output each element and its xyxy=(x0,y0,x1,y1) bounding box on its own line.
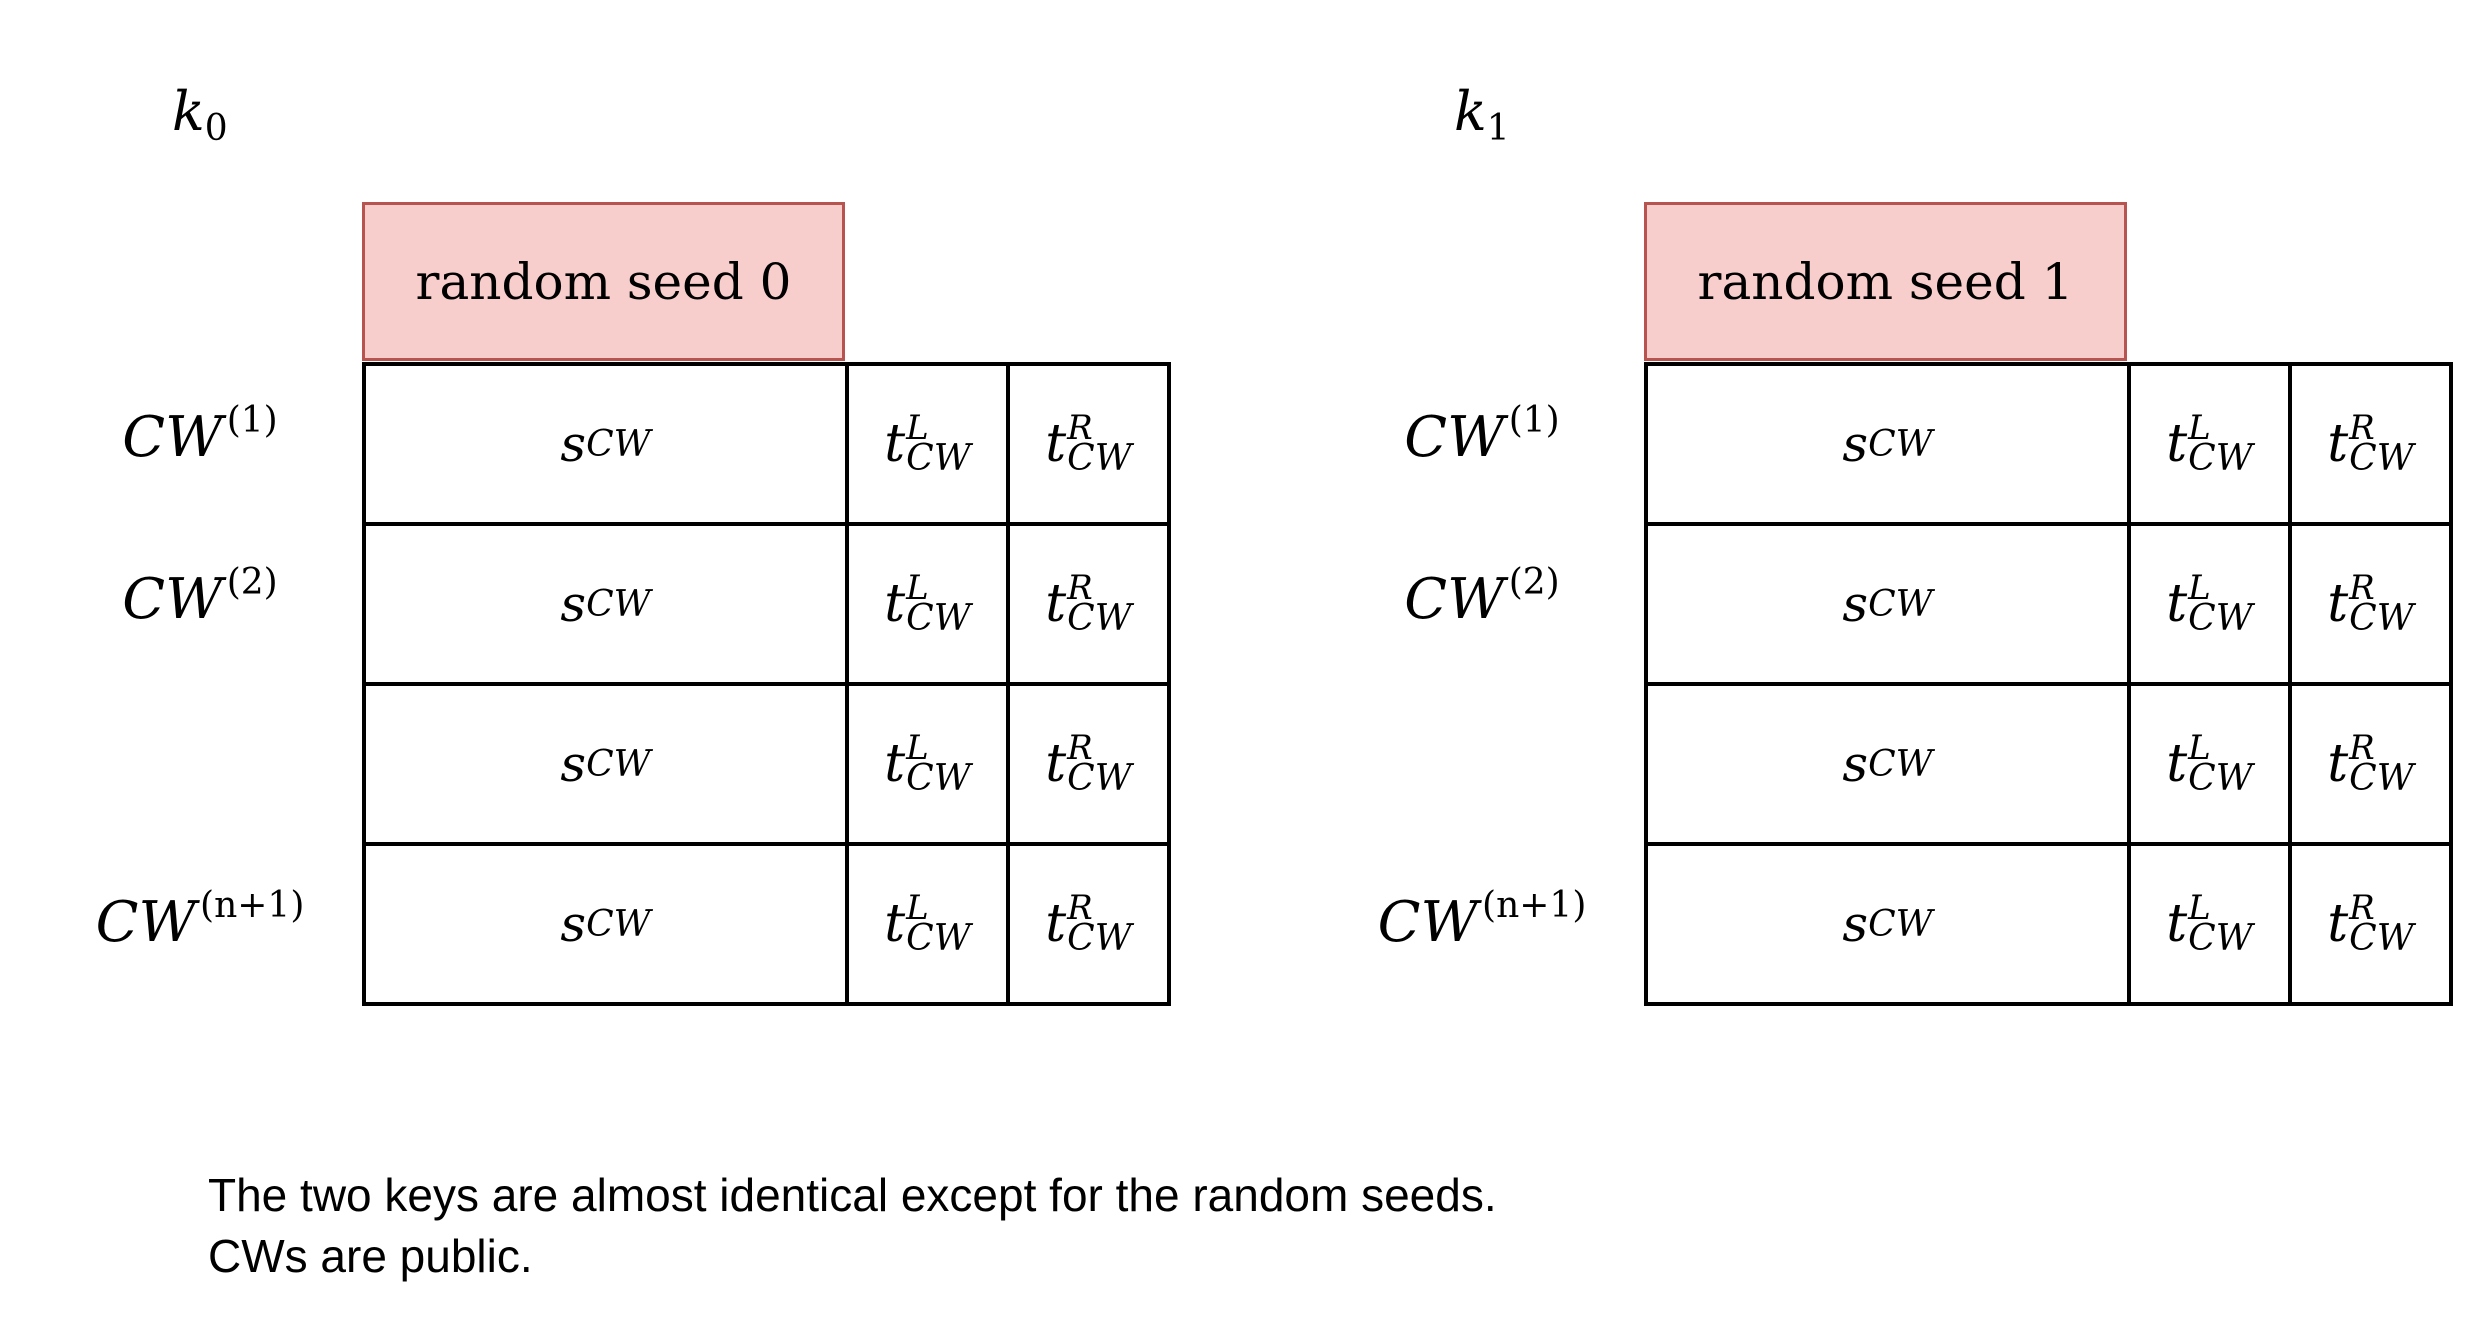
random-seed-0-label: random seed 0 xyxy=(415,252,792,311)
caption-line-1: The two keys are almost identical except… xyxy=(208,1169,1497,1221)
key-0-row-label-1: CW(1) xyxy=(122,400,278,470)
random-seed-1-box: random seed 1 xyxy=(1644,202,2127,361)
key-1-label: k xyxy=(1454,80,1487,143)
caption-line-2: CWs are public. xyxy=(208,1230,533,1282)
key-1-row-label-2: CW(2) xyxy=(1404,562,1560,632)
key-0-label: k xyxy=(172,80,205,143)
key-0-title: k0 xyxy=(172,85,228,147)
key-1-label-sub: 1 xyxy=(1486,108,1510,149)
key-0-row-label-4: CW(n+1) xyxy=(95,885,305,955)
caption: The two keys are almost identical except… xyxy=(208,1165,1497,1287)
key-1-row-label-4: CW(n+1) xyxy=(1377,885,1587,955)
random-seed-1-label: random seed 1 xyxy=(1697,252,2074,311)
random-seed-0-box: random seed 0 xyxy=(362,202,845,361)
key-1-title: k1 xyxy=(1454,85,1510,147)
key-1-row-label-1: CW(1) xyxy=(1404,400,1560,470)
key-0-label-sub: 0 xyxy=(204,108,228,149)
key-0-row-label-2: CW(2) xyxy=(122,562,278,632)
